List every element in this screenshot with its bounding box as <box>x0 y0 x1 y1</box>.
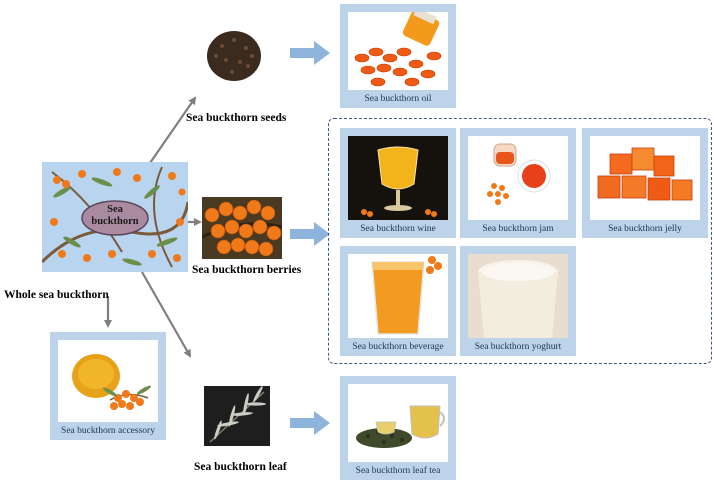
leaf-branch-image <box>204 386 270 446</box>
product-beverage-label: Sea buckthorn beverage <box>352 342 444 352</box>
arrow-to-leaf <box>141 271 191 358</box>
jam-image <box>468 136 568 220</box>
yoghurt-cup-image <box>468 254 568 338</box>
berries-cluster-image <box>202 197 282 259</box>
product-card-jelly: Sea buckthorn jelly <box>582 128 708 238</box>
blue-arrow-berries-products <box>290 222 330 246</box>
category-seeds-label: Sea buckthorn seeds <box>186 112 287 124</box>
leaf-tea-image-art <box>356 405 445 448</box>
blue-arrow-seeds-oil <box>290 41 330 65</box>
product-card-leaf-tea: Sea buckthorn leaf tea <box>340 376 456 480</box>
category-leaf-label: Sea buckthorn leaf <box>194 461 287 473</box>
blue-arrow-leaf-tea <box>290 411 330 435</box>
product-card-oil: Sea buckthorn oil <box>340 4 456 108</box>
wine-image <box>348 136 448 220</box>
whole-sea-buckthorn-photo: Sea buckthorn <box>42 162 188 272</box>
whole-sea-buckthorn-caption: Whole sea buckthorn <box>4 289 109 301</box>
berries-photo <box>202 197 282 259</box>
seeds-photo <box>204 26 264 84</box>
product-card-jam: Sea buckthorn jam <box>460 128 576 238</box>
leaf-tea-image <box>348 384 448 462</box>
jam-jar-image <box>487 143 551 205</box>
jelly-cubes-image <box>597 147 693 201</box>
beverage-image <box>348 254 448 338</box>
category-berries-label: Sea buckthorn berries <box>192 264 302 276</box>
berry-products-group <box>328 118 712 364</box>
product-oil-label: Sea buckthorn oil <box>364 94 432 104</box>
product-card-yoghurt: Sea buckthorn yoghurt <box>460 246 576 356</box>
oil-capsules-image <box>354 12 442 87</box>
arrow-to-seeds <box>149 96 197 164</box>
sea-buckthorn-branch-image <box>42 162 188 272</box>
accessory-image <box>58 340 158 422</box>
yoghurt-image <box>468 254 568 338</box>
accessory-powder-image <box>72 354 151 410</box>
leaf-photo <box>204 386 270 446</box>
product-card-beverage: Sea buckthorn beverage <box>340 246 456 356</box>
product-jelly-label: Sea buckthorn jelly <box>608 224 682 234</box>
jelly-image <box>590 136 700 220</box>
beverage-glass-image <box>371 256 442 335</box>
product-accessory-label: Sea buckthorn accessory <box>61 426 155 436</box>
seeds-pile-image <box>207 31 261 81</box>
product-yoghurt-label: Sea buckthorn yoghurt <box>474 342 562 352</box>
center-label: Sea buckthorn <box>91 204 139 227</box>
oil-image <box>348 12 448 90</box>
product-wine-label: Sea buckthorn wine <box>360 224 436 234</box>
wine-glass-image <box>348 136 448 220</box>
product-card-wine: Sea buckthorn wine <box>340 128 456 238</box>
product-card-accessory: Sea buckthorn accessory <box>50 332 166 440</box>
product-jam-label: Sea buckthorn jam <box>482 224 554 234</box>
product-leaf-tea-label: Sea buckthorn leaf tea <box>355 466 441 476</box>
